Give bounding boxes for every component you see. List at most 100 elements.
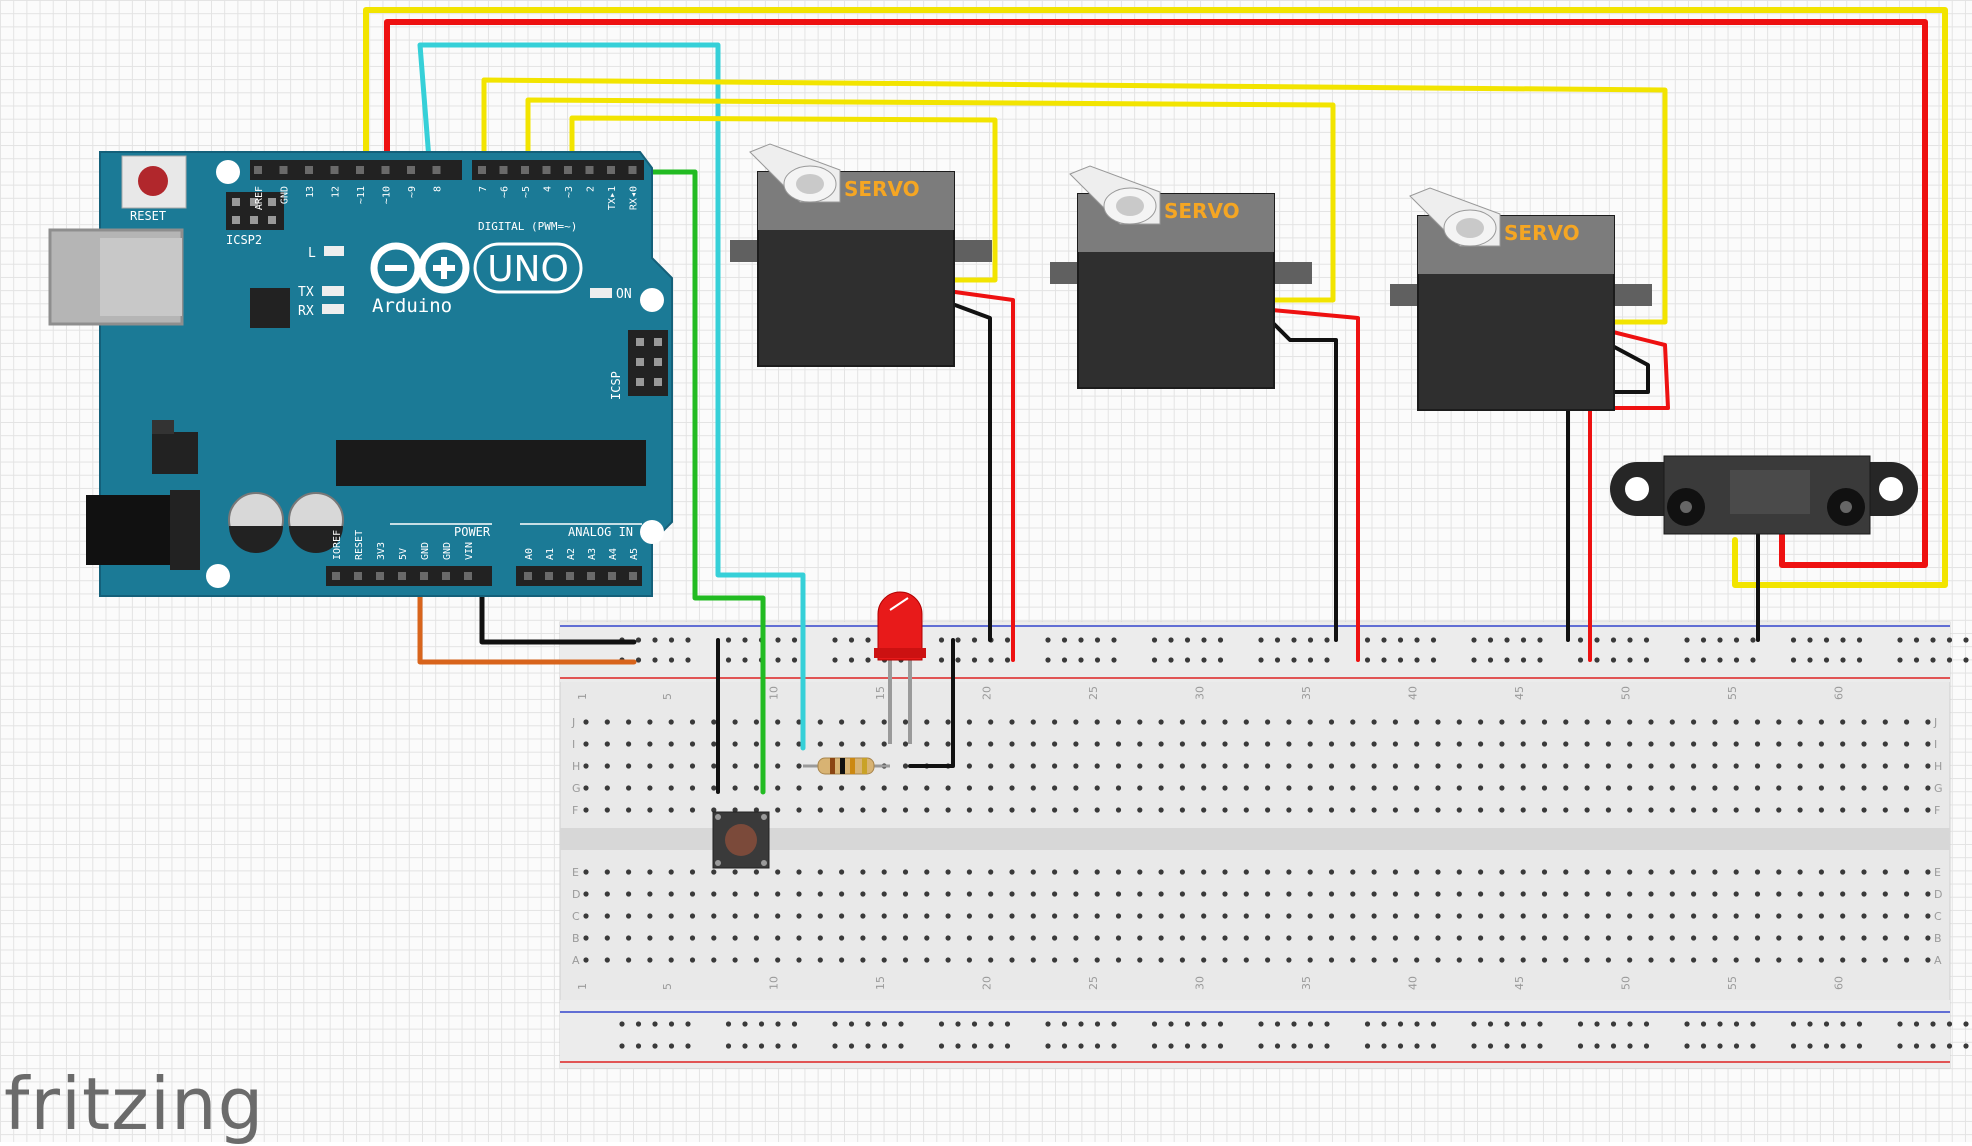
rail-hole	[1504, 637, 1510, 643]
breadboard-hole	[1541, 719, 1548, 725]
analog-pin[interactable]	[608, 572, 616, 580]
breadboard-hole	[1456, 785, 1462, 791]
resistor[interactable]	[803, 757, 890, 775]
wire-yellow-pin12-to-sensor[interactable]	[363, 7, 1948, 588]
rail-hole	[1643, 1021, 1650, 1027]
rail-hole	[1274, 1043, 1281, 1049]
breadboard-hole	[1691, 935, 1697, 941]
breadboard-hole	[1286, 807, 1292, 813]
breadboard-hole	[1158, 957, 1164, 963]
reset-button[interactable]	[121, 155, 187, 209]
rail-hole	[1733, 637, 1740, 643]
rail-hole	[1168, 637, 1174, 643]
plus-glyph	[441, 257, 447, 279]
digital-pin[interactable]	[628, 166, 637, 174]
breadboard-hole	[647, 741, 653, 747]
wire-black-servo1-ground[interactable]	[953, 303, 992, 642]
breadboard-hole	[1754, 807, 1761, 813]
breadboard-hole	[604, 763, 610, 769]
power-pin[interactable]	[442, 572, 450, 580]
breadboard-hole	[1179, 935, 1185, 941]
column-number: 50	[1620, 686, 1633, 700]
breadboard-hole	[988, 719, 994, 725]
breadboard-hole	[1052, 719, 1058, 725]
rail-hole	[1963, 657, 1969, 663]
wire-yellow-pin7-to-servo3[interactable]	[481, 77, 1668, 325]
power-pin[interactable]	[398, 572, 406, 580]
analog-pin[interactable]	[566, 572, 574, 580]
digital-pin[interactable]	[585, 166, 594, 174]
breadboard-hole	[1478, 741, 1484, 747]
wire-red-servo1-power[interactable]	[953, 290, 1015, 662]
breadboard-hole	[796, 935, 802, 941]
digital-pin[interactable]	[330, 166, 339, 174]
wire-red-servo2-power[interactable]	[1270, 308, 1360, 662]
breadboard-hole	[647, 807, 653, 813]
digital-pin[interactable]	[521, 166, 529, 174]
row-letter: A	[1934, 954, 1942, 967]
rail-hole	[1823, 657, 1830, 663]
digital-pin[interactable]	[478, 166, 486, 174]
wire-black-servo2-ground[interactable]	[1270, 320, 1338, 642]
breadboard-hole	[817, 935, 823, 941]
breadboard-hole	[1818, 763, 1824, 769]
breadboard-hole	[1499, 741, 1505, 747]
analog-pin[interactable]	[524, 572, 532, 580]
digital-pin[interactable]	[432, 166, 441, 174]
wire-cyan-pin9-to-breadboard[interactable]	[417, 42, 806, 751]
analog-pin[interactable]	[587, 572, 595, 580]
power-pin[interactable]	[354, 572, 362, 580]
breadboard-hole	[1904, 957, 1910, 963]
breadboard-hole	[1754, 763, 1761, 769]
wire-black-led-to-rail[interactable]	[908, 638, 955, 768]
breadboard-hole	[1073, 957, 1079, 963]
arduino-uno-board[interactable]: RESET ICSP2 ICSP L TX RX ON	[48, 151, 673, 597]
digital-pin[interactable]	[356, 166, 364, 174]
power-pin[interactable]	[332, 572, 340, 580]
breadboard-hole	[1222, 763, 1228, 769]
wire-black-servo3-ground[interactable]	[1566, 340, 1650, 642]
rail-hole	[1061, 1043, 1068, 1049]
breadboard-hole	[1627, 913, 1633, 919]
power-pin[interactable]	[420, 572, 428, 580]
digital-pin[interactable]	[279, 166, 288, 174]
breadboard-hole	[1052, 869, 1058, 875]
power-pin[interactable]	[464, 572, 472, 580]
breadboard-hole	[689, 891, 696, 897]
digital-pin[interactable]	[564, 166, 572, 174]
analog-pin[interactable]	[629, 572, 637, 580]
digital-pin[interactable]	[607, 166, 615, 174]
wire-yellow-pin5-to-servo2[interactable]	[525, 97, 1336, 303]
rail-hole	[1946, 637, 1953, 643]
power-pin[interactable]	[376, 572, 384, 580]
servo-motor-3[interactable]: SERVO	[1390, 187, 1652, 411]
servo-motor-2[interactable]: SERVO	[1050, 165, 1312, 389]
servo-motor-1[interactable]: SERVO	[730, 143, 992, 367]
breadboard-hole	[775, 763, 781, 769]
rail-hole	[685, 657, 691, 663]
breadboard-hole	[1648, 913, 1654, 919]
breadboard-hole	[1797, 763, 1803, 769]
digital-pin[interactable]	[407, 166, 415, 174]
digital-pin[interactable]	[254, 166, 262, 174]
push-button[interactable]	[712, 811, 770, 869]
column-number: 1	[576, 983, 589, 990]
wire-orange-5v-to-rail[interactable]	[417, 575, 637, 665]
power-label: POWER	[454, 525, 491, 539]
wire-red-pin11-to-sensor[interactable]	[384, 19, 1928, 568]
breadboard-hole	[860, 869, 866, 875]
breadboard-hole	[647, 913, 653, 919]
ir-distance-sensor[interactable]	[1610, 455, 1918, 535]
wire-red-servo3-power[interactable]	[1588, 328, 1670, 662]
breadboard-hole	[626, 869, 632, 875]
wire-green-pin2-to-button[interactable]	[587, 169, 766, 795]
rail-hole	[1946, 1043, 1953, 1049]
wire-yellow-pin3-to-servo1[interactable]	[569, 115, 998, 283]
digital-pin[interactable]	[542, 166, 551, 174]
red-led[interactable]	[874, 591, 926, 744]
row-letter: D	[572, 888, 580, 901]
digital-pin[interactable]	[381, 166, 390, 174]
digital-pin[interactable]	[305, 166, 313, 174]
analog-pin[interactable]	[545, 572, 553, 580]
digital-pin[interactable]	[499, 166, 508, 174]
